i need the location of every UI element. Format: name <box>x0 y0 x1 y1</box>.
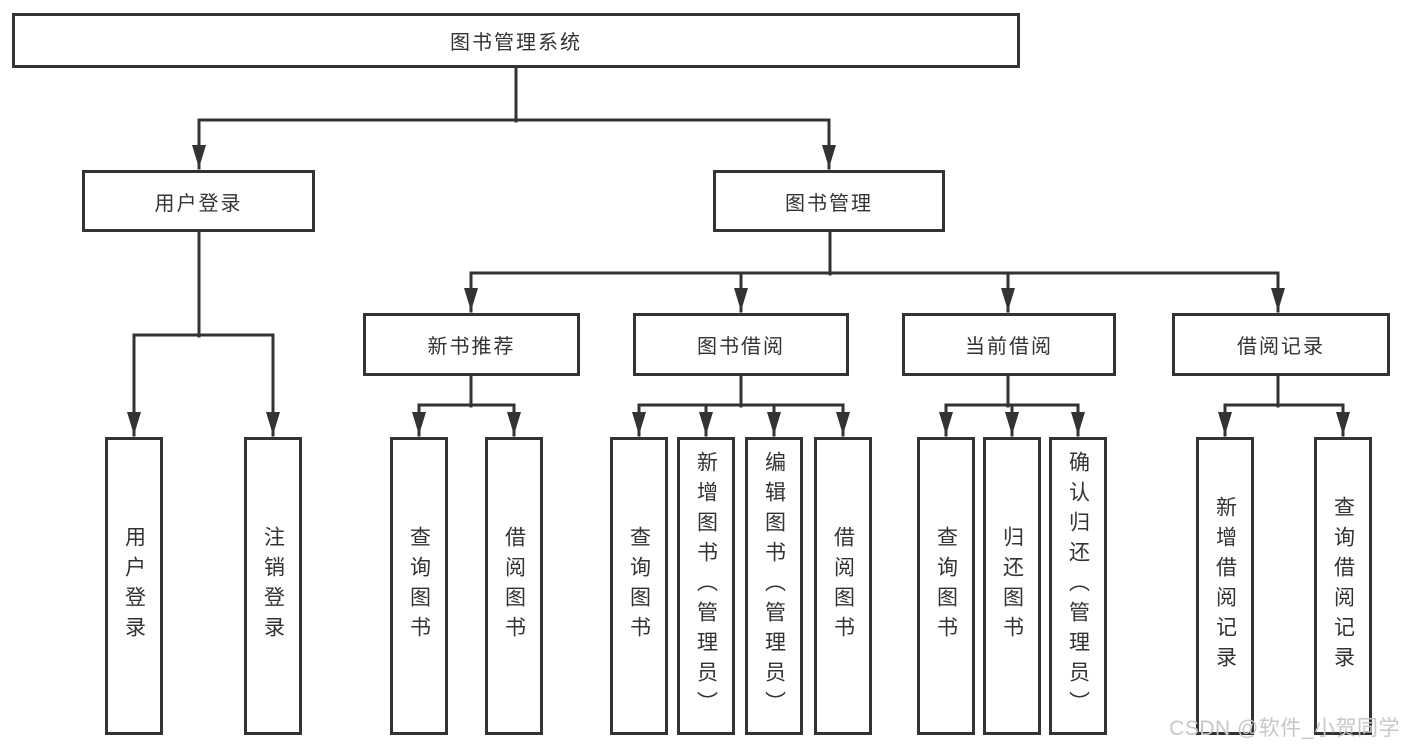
leaf-edit-book-admin-label: 编辑图书（管理员） <box>762 451 786 721</box>
leaf-logout-label: 注销登录 <box>261 526 285 646</box>
node-user-login: 用户登录 <box>82 170 315 232</box>
leaf-query-books-3-label: 查询图书 <box>934 526 958 646</box>
leaf-add-borrow-record-label: 新增借阅记录 <box>1213 496 1237 676</box>
leaf-borrow-books-2: 借阅图书 <box>814 437 872 735</box>
leaf-user-login-label: 用户登录 <box>122 526 146 646</box>
leaf-borrow-books-1: 借阅图书 <box>485 437 543 735</box>
leaf-logout: 注销登录 <box>244 437 302 735</box>
leaf-query-borrow-record: 查询借阅记录 <box>1314 437 1372 735</box>
leaf-return-book: 归还图书 <box>983 437 1041 735</box>
leaf-confirm-return-admin: 确认归还（管理员） <box>1049 437 1107 735</box>
leaf-query-books-2: 查询图书 <box>610 437 668 735</box>
leaf-add-borrow-record: 新增借阅记录 <box>1196 437 1254 735</box>
leaf-query-borrow-record-label: 查询借阅记录 <box>1331 496 1355 676</box>
node-new-book-recommend-label: 新书推荐 <box>427 336 516 358</box>
node-user-login-label: 用户登录 <box>154 192 243 215</box>
leaf-query-books-3: 查询图书 <box>917 437 975 735</box>
node-book-borrow-label: 图书借阅 <box>697 336 785 358</box>
node-book-borrow: 图书借阅 <box>633 313 849 376</box>
csdn-watermark: CSDN @软件_小贺同学 <box>1169 717 1400 740</box>
node-borrow-records-label: 借阅记录 <box>1237 336 1325 358</box>
leaf-query-books-1-label: 查询图书 <box>407 526 431 646</box>
node-current-borrow: 当前借阅 <box>902 313 1116 376</box>
leaf-return-book-label: 归还图书 <box>1000 526 1024 646</box>
leaf-query-books-1: 查询图书 <box>390 437 448 735</box>
node-new-book-recommend: 新书推荐 <box>363 313 580 376</box>
node-root-label: 图书管理系统 <box>450 32 582 54</box>
node-book-management-label: 图书管理 <box>785 192 873 215</box>
leaf-borrow-books-2-label: 借阅图书 <box>831 526 855 646</box>
node-current-borrow-label: 当前借阅 <box>965 336 1053 358</box>
connectors-group <box>127 66 1350 437</box>
leaf-add-book-admin-label: 新增图书（管理员） <box>694 451 718 721</box>
node-book-management: 图书管理 <box>713 170 945 232</box>
leaf-user-login: 用户登录 <box>105 437 163 735</box>
leaf-edit-book-admin: 编辑图书（管理员） <box>745 437 803 735</box>
leaf-query-books-2-label: 查询图书 <box>627 526 651 646</box>
leaf-add-book-admin: 新增图书（管理员） <box>677 437 735 735</box>
leaf-borrow-books-1-label: 借阅图书 <box>502 526 526 646</box>
leaf-confirm-return-admin-label: 确认归还（管理员） <box>1066 451 1090 721</box>
node-borrow-records: 借阅记录 <box>1172 313 1390 376</box>
node-root: 图书管理系统 <box>12 13 1020 68</box>
